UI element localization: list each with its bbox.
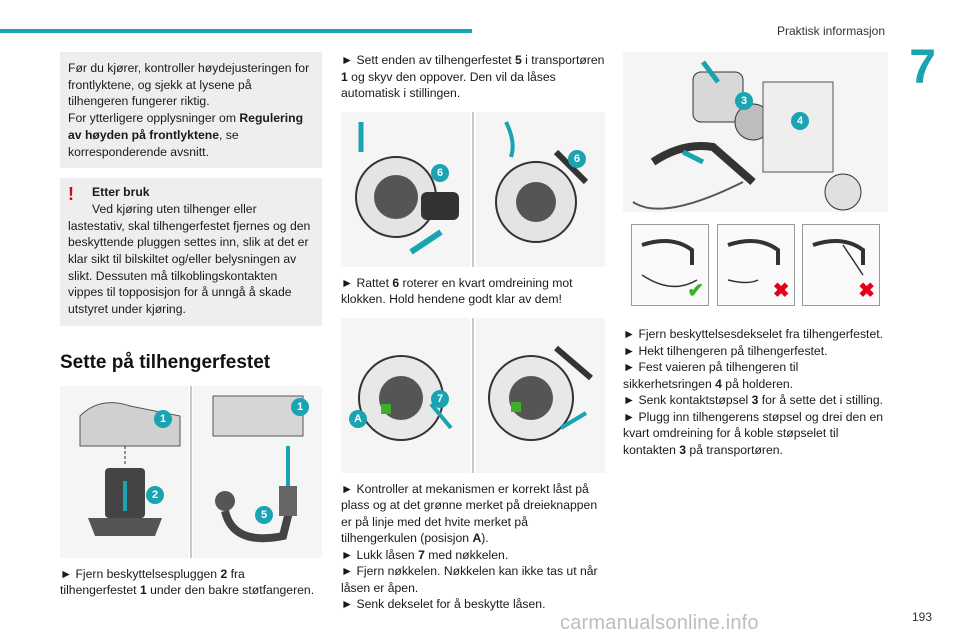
warning-text-2: lastestativ, skal tilhengerfestet fjerne… [68,218,311,317]
step-lower-socket: ► Senk kontaktstøpsel 3 for å sette det … [623,392,888,409]
chapter-number: 7 [909,41,936,94]
step-insert-hitch: ► Sett enden av tilhengerfestet 5 i tran… [341,52,605,102]
label-badge: 3 [735,92,753,110]
step-text: og skyv den oppover. Den vil da låses au… [341,69,556,101]
label-badge: 6 [431,163,449,182]
figure-divider [472,317,474,473]
step-rotate-wheel: ► Rattet 6 roterer en kvart omdreining m… [341,275,605,308]
step-remove-key: ► Fjern nøkkelen. Nøkkelen kan ikke tas … [341,564,598,595]
option-wrong-1: ✖ [716,224,795,306]
label-badge: A [349,409,367,428]
figure-cable-options: ✔ ✖ ✖ [631,224,880,306]
option-wrong-2: ✖ [802,224,880,306]
watermark: carmanualsonline.info [560,612,759,634]
figure-hitch-removal: 1 2 1 5 [60,385,322,558]
warning-title: Etter bruk [92,185,150,200]
info-text-2: For ytterligere opplysninger om Reguleri… [68,110,314,160]
header-accent-bar [0,29,472,33]
step-text: ► Fjern beskyttelsespluggen [60,566,221,581]
socket-illustration [632,60,862,211]
page-header-title: Praktisk informasjon [776,24,885,38]
info-link-text: Regulering av høyden på frontlyktene [68,111,304,142]
step-text: under den bakre støtfangeren. [146,583,315,598]
lock-illustration [488,345,593,441]
warning-box: ! Etter bruk Ved kjøring uten tilhenger … [60,178,322,326]
step-remove-cover: ► Fjern beskyttelsesdekselet fra tilheng… [623,327,883,341]
figure-wheel-rotation: 6 6 [341,111,605,267]
figure-right: 6 [476,111,605,267]
step-hook-trailer: ► Hekt tilhengeren på tilhengerfestet. [623,343,828,358]
figure-divider [472,111,474,267]
step-plug-in: ► Plugg inn tilhengerens støpsel og drei… [623,409,888,459]
label-badge: 5 [255,505,273,524]
step-text: for å sette det i stilling. [758,393,884,407]
step-ref-number: A [472,531,482,545]
figure-left: A 7 [341,317,470,473]
section-title: Sette på tilhengerfestet [60,351,271,373]
step-ref-number: 3 [679,442,687,457]
info-box: Før du kjører, kontroller høydejustering… [60,52,322,169]
step-text: med nøkkelen. [424,547,509,562]
step-text: ► Senk kontaktstøpsel [623,393,752,407]
label-badge: 7 [431,389,449,408]
step-remove-plug: ► Fjern beskyttelsespluggen 2 fra tilhen… [60,566,322,599]
column-2: ► Sett enden av tilhengerfestet 5 i tran… [341,52,605,613]
hitch-plug-illustration [79,402,181,536]
column-1: Før du kjører, kontroller høydejustering… [60,52,322,599]
steps-list: ► Fjern beskyttelsesdekselet fra tilheng… [623,326,888,458]
step-ref-number: 5 [515,53,522,67]
step-ref-number: 7 [418,547,425,562]
step-text: på transportøren. [686,442,783,457]
step-text: ► Rattet [341,275,393,290]
label-badge: 2 [146,485,164,504]
info-text-1: Før du kjører, kontroller høydejustering… [68,61,310,109]
figure-right: 1 5 [193,385,322,558]
figure-lock-check: A 7 [341,317,605,473]
info-text-2a: For ytterligere opplysninger om [68,111,240,126]
figure-left: 1 2 [60,385,189,558]
tow-ball-illustration [212,395,304,543]
step-ref-number: 4 [715,376,722,391]
lock-illustration [358,354,453,441]
step-lower-cover: ► Senk dekselet for å beskytte låsen. [341,597,546,611]
step-text: ► Kontroller at mekanismen er korrekt lå… [341,481,598,546]
label-badge: 1 [291,397,309,416]
label-badge: 1 [154,409,172,428]
wheel-illustration [495,120,589,243]
figure-left: 6 [341,111,470,267]
step-text: ► Sett enden av tilhengerfestet [341,53,515,67]
figure-right [476,317,605,473]
check-icon: ✔ [687,280,704,302]
step-ref-number: 6 [392,275,400,290]
step-check-mechanism: ► Kontroller at mekanismen er korrekt lå… [341,481,605,547]
info-text-2c: , se korresponderende avsnitt. [68,127,239,159]
option-correct: ✔ [631,224,709,306]
step-text: ► Fest vaieren på tilhengeren til sikker… [623,360,799,391]
step-ref-number: 3 [751,393,759,407]
step-text: roterer en kvart omdreining mot klokken.… [341,275,573,307]
step-ref-number: 1 [341,69,348,84]
step-text: fra tilhengerfestet [60,566,245,598]
label-badge: 4 [791,112,809,130]
step-text: ► Lukk låsen [341,547,419,562]
step-ref-number: 1 [139,583,147,598]
figure-divider [190,385,192,558]
label-badge: 6 [568,149,586,168]
cross-icon: ✖ [858,280,875,302]
wheel-illustration [355,121,459,254]
step-text: ► Plugg inn tilhengerens støpsel og drei… [623,409,884,457]
step-text: på holderen. [721,376,794,391]
column-3: 3 4 ✔ ✖ ✖ ► Fjern beskyttelsesdeks [623,52,888,458]
step-lock: ► Lukk låsen 7 med nøkkelen. [341,547,605,564]
step-text: ). [481,531,489,545]
warning-text-1: Ved kjøring uten tilhenger eller [92,201,257,216]
step-ref-number: 2 [220,566,228,581]
step-text: i transportøren [521,53,605,67]
page-number: 193 [911,610,932,624]
figure-socket: 3 4 [623,52,888,212]
cross-icon: ✖ [772,280,790,302]
warning-icon: ! [68,184,74,205]
step-attach-cable: ► Fest vaieren på tilhengeren til sikker… [623,359,888,392]
